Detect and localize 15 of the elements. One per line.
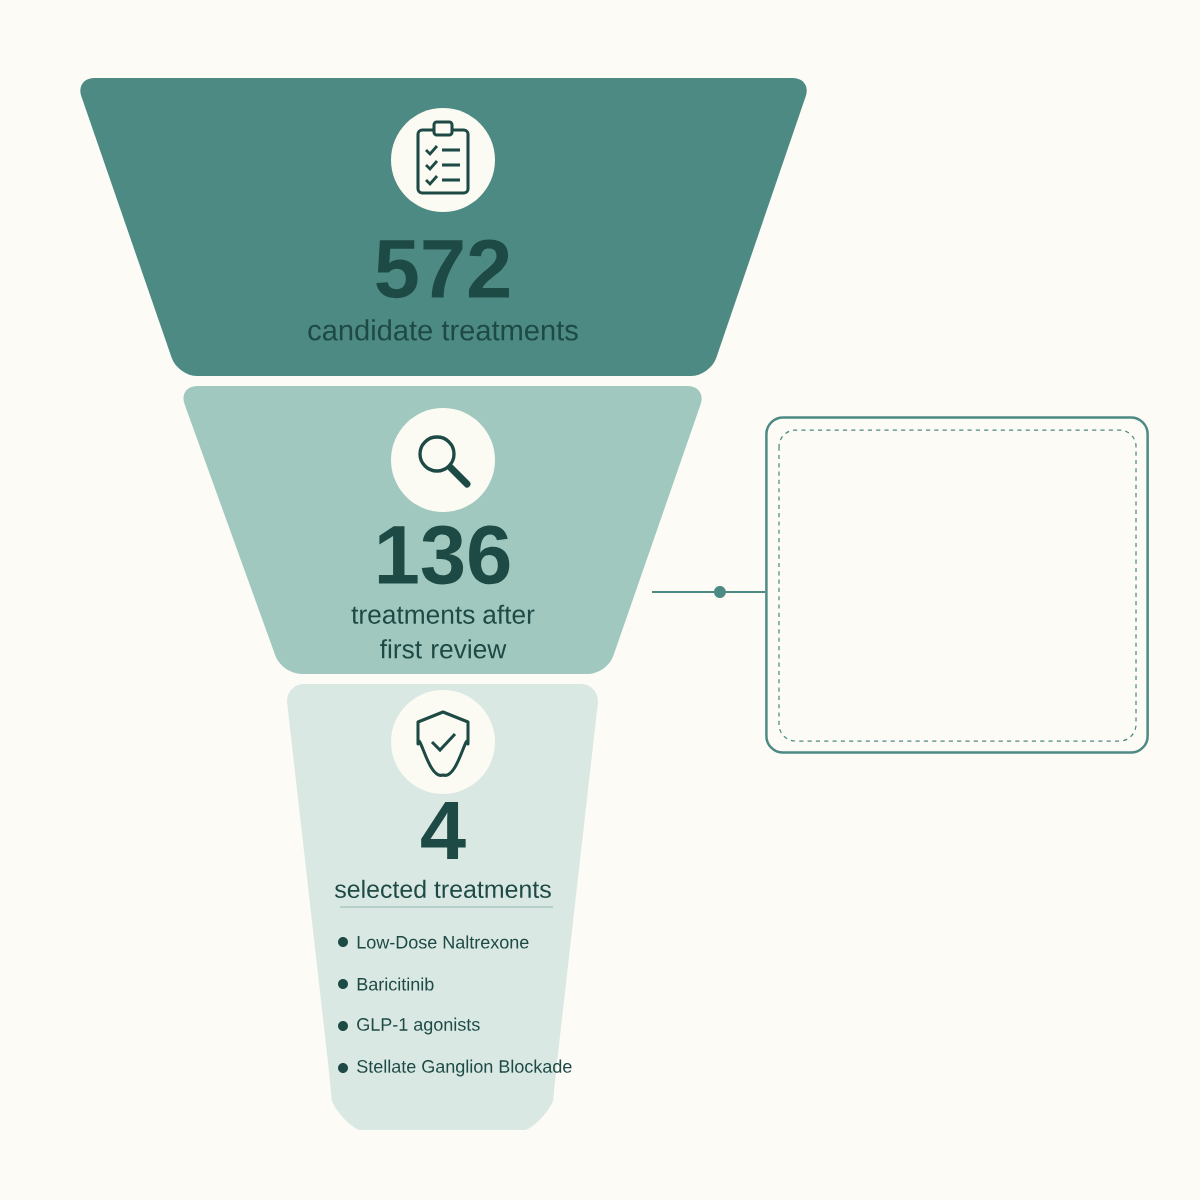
count-number: 572 (376, 239, 509, 299)
stage-label: treatments after first review (351, 604, 535, 659)
stage-label: selected treatments (335, 879, 551, 899)
count-number: 4 (421, 801, 466, 860)
funnel-band (80, 78, 807, 376)
funnel-band (183, 386, 702, 674)
list-item: Stellate Ganglion Blockade (338, 1059, 572, 1077)
connector-line (651, 586, 767, 598)
funnel-band (287, 684, 598, 1130)
stage-label: candidate treatments (308, 319, 578, 341)
count-number: 136 (378, 525, 510, 585)
empty-callout-box (765, 416, 1149, 754)
list-item: Low-Dose Naltrexone (338, 935, 529, 949)
list-item: Baricitinib (338, 977, 434, 991)
list-item: GLP-1 agonists (338, 1017, 480, 1035)
